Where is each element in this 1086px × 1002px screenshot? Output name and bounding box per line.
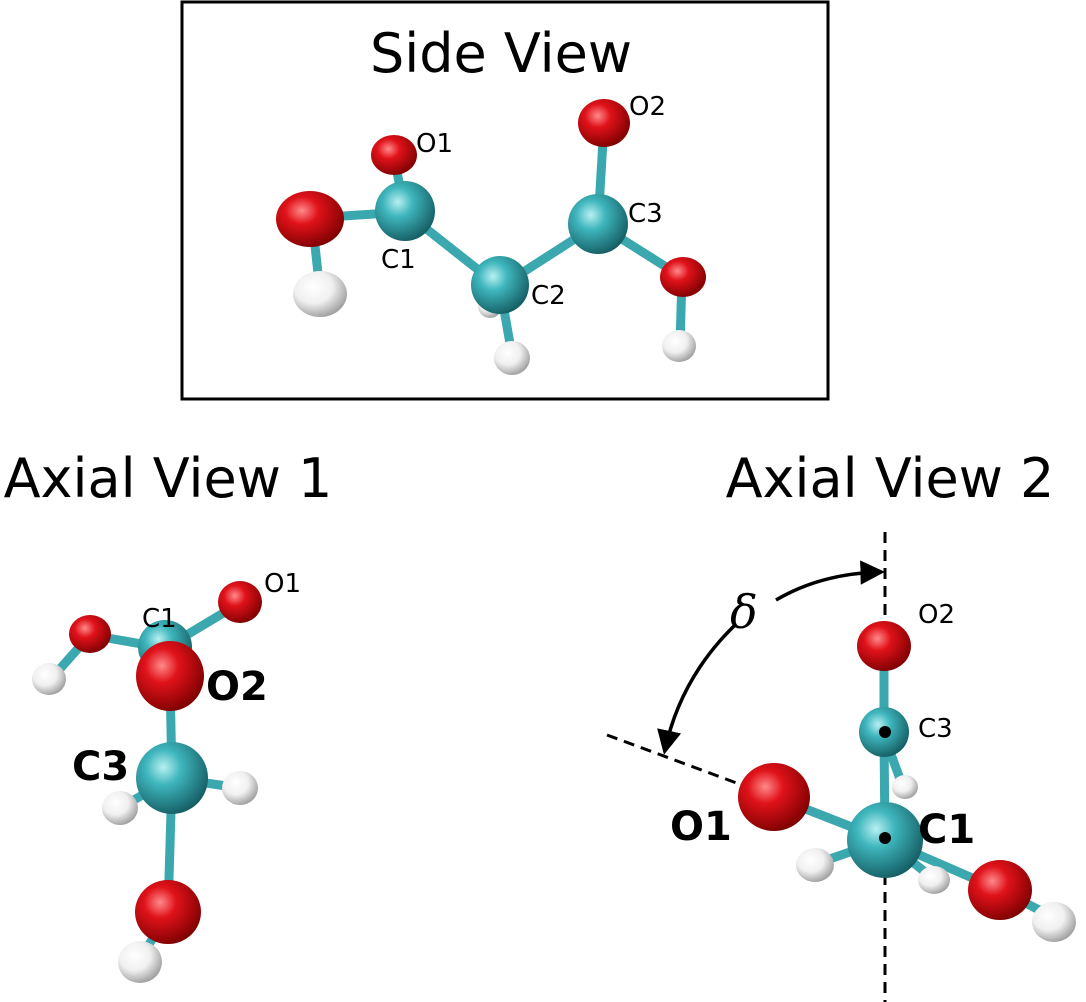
axial1-label-o2: O2 xyxy=(206,664,268,710)
side-label-c2: C2 xyxy=(531,281,566,311)
axial2-delta-symbol: δ xyxy=(730,585,758,639)
side-label-c3: C3 xyxy=(628,199,663,229)
axial1-o-bottom-atom xyxy=(135,880,201,944)
side-c1-atom xyxy=(375,181,435,241)
side-o-right-atom xyxy=(660,257,706,297)
axial1-h-bottom-atom xyxy=(118,941,162,983)
axial1-h-left-atom xyxy=(32,663,66,695)
side-c3-atom xyxy=(568,194,628,254)
axial2-label-o2: O2 xyxy=(918,600,955,630)
axial1-label-c1: C1 xyxy=(142,604,177,634)
axial2-h-back-atom xyxy=(918,866,950,894)
axial2-delta-arc-arrow-top xyxy=(775,560,885,602)
axial2-o2-atom xyxy=(857,621,911,671)
axial2-o-right-atom xyxy=(968,860,1032,920)
axial2-h-left-atom xyxy=(796,848,834,882)
side-label-o1: O1 xyxy=(416,129,453,159)
side-h-c2-atom xyxy=(494,341,530,375)
axial2-label-o1: O1 xyxy=(670,804,732,850)
side-o1-atom xyxy=(371,135,417,175)
axial2-delta-arc-arrow xyxy=(657,623,737,755)
side-label-o2: O2 xyxy=(629,92,666,122)
axial2-label-c3: C3 xyxy=(918,714,953,744)
axial2-label-c1: C1 xyxy=(918,807,975,853)
axial1-c3-atom xyxy=(136,742,208,814)
side-h-right-atom xyxy=(662,330,696,362)
axial2-h-right-atom xyxy=(1032,902,1076,942)
side-h-left-atom xyxy=(293,271,347,317)
axial1-h-c3-right-atom xyxy=(222,771,258,805)
axial-view-2-title: Axial View 2 xyxy=(726,447,1055,510)
side-view-title: Side View xyxy=(370,22,632,85)
axial2-c3-axis-dot xyxy=(879,726,891,738)
axial1-o-left-atom xyxy=(69,615,111,653)
side-o2-atom xyxy=(578,99,630,147)
side-c2-atom xyxy=(471,256,529,314)
side-view-frame xyxy=(180,0,830,401)
axial1-o2-atom xyxy=(136,641,204,711)
side-label-c1: C1 xyxy=(381,245,416,275)
axial-view-2-panel: Axial View 2 δ O2 C3 O xyxy=(606,447,1076,1002)
axial2-o1-atom xyxy=(738,763,810,831)
axial-view-1-panel: Axial View 1 O1 C1 O2 C3 xyxy=(4,447,333,983)
side-o-left-atom xyxy=(276,191,344,247)
axial-view-1-title: Axial View 1 xyxy=(4,447,333,510)
axial1-label-o1: O1 xyxy=(264,569,301,599)
axial2-h-c3-atom xyxy=(892,775,918,799)
axial2-c1-axis-dot xyxy=(879,832,891,844)
axial1-label-c3: C3 xyxy=(72,744,129,790)
axial1-h-c3-left-atom xyxy=(102,791,138,825)
side-view-bonds xyxy=(307,119,687,360)
side-view-panel: Side View O1 O2 C1 C2 C3 xyxy=(180,0,830,401)
axial1-o1-atom xyxy=(218,581,262,623)
